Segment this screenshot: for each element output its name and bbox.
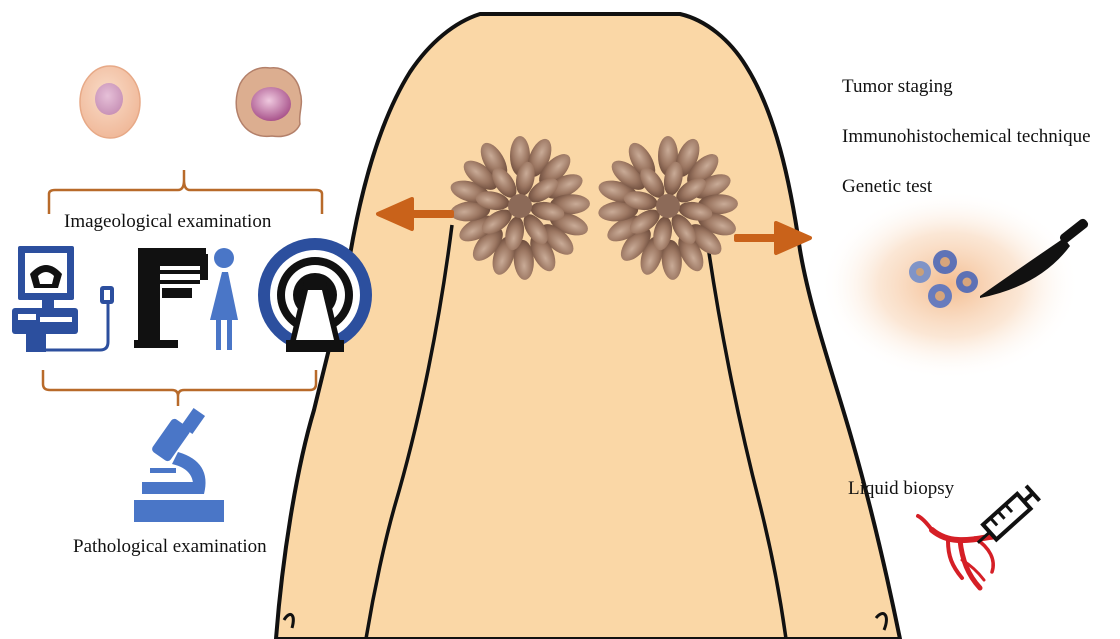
syringe-icon bbox=[971, 486, 1039, 550]
top-bracket bbox=[49, 170, 322, 214]
pathology-exam-label: Pathological examination bbox=[73, 536, 267, 558]
normal-cell-icon bbox=[80, 66, 140, 138]
bottom-bracket bbox=[43, 370, 316, 406]
cancer-cell-icon bbox=[236, 68, 301, 137]
mri-scanner-icon bbox=[258, 238, 372, 352]
immunohistochemical-technique-label: Immunohistochemical technique bbox=[842, 126, 1091, 148]
imaging-exam-label: Imageological examination bbox=[64, 211, 271, 233]
mammography-machine-icon bbox=[134, 248, 238, 350]
genetic-test-label: Genetic test bbox=[842, 176, 932, 198]
tissue-sample-illustration bbox=[820, 190, 1080, 380]
liquid-biopsy-label: Liquid biopsy bbox=[848, 478, 954, 500]
microscope-icon bbox=[134, 408, 224, 522]
ultrasound-machine-icon bbox=[12, 246, 114, 352]
body-silhouette bbox=[276, 14, 900, 639]
human-torso-illustration bbox=[276, 14, 900, 639]
tumor-staging-label: Tumor staging bbox=[842, 76, 953, 98]
